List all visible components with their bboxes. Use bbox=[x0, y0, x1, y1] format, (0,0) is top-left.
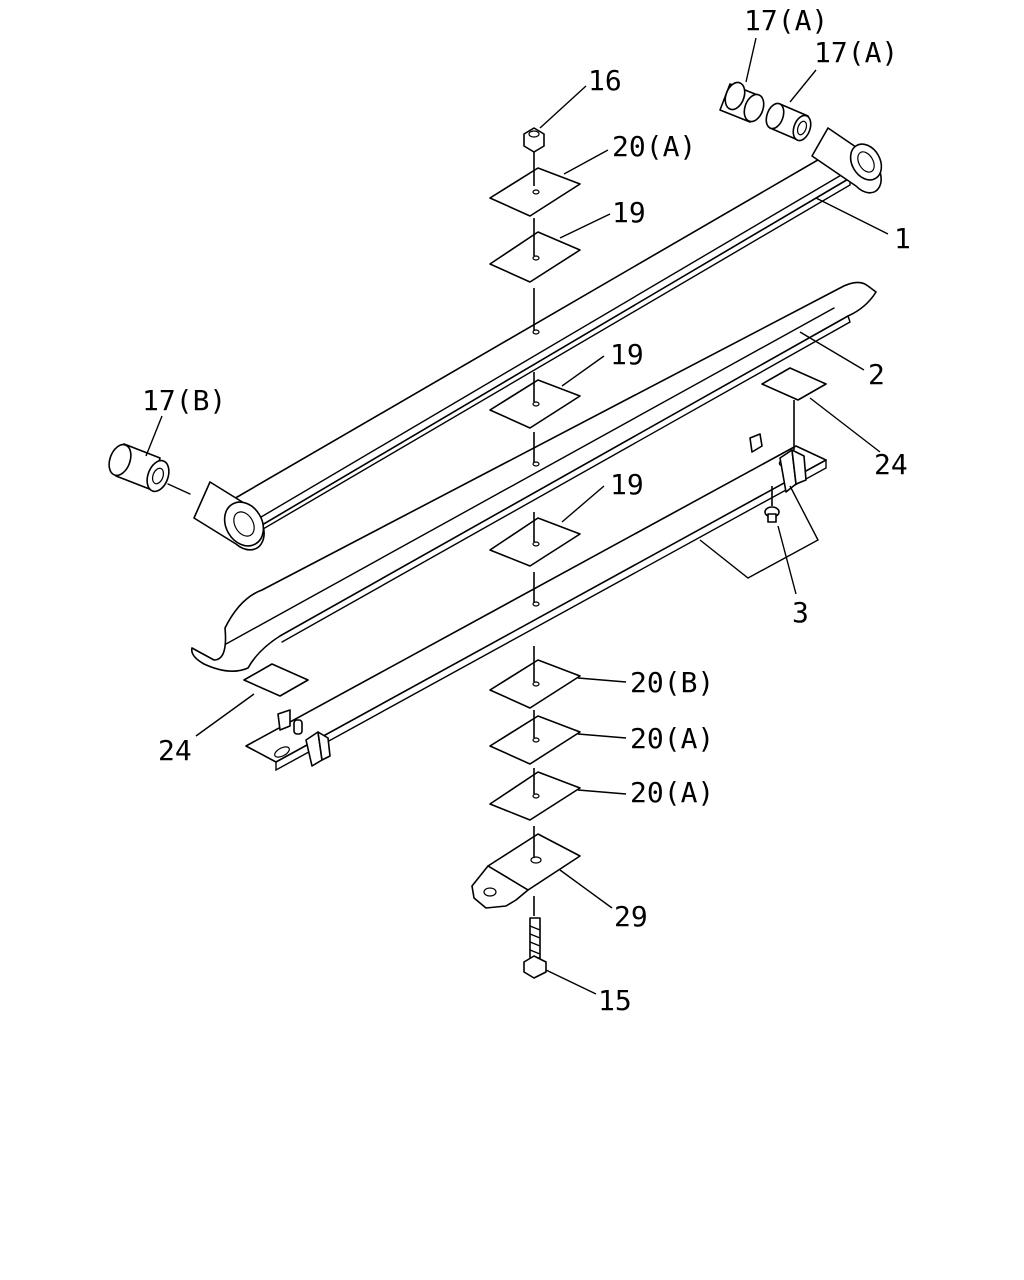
bolt-15 bbox=[523, 917, 547, 979]
bushing-17b bbox=[108, 443, 170, 493]
spacer-20b bbox=[489, 659, 581, 709]
nut-16 bbox=[523, 127, 545, 153]
callout-20a-top: 20(A) bbox=[612, 130, 696, 163]
spacer-20a-top bbox=[489, 167, 581, 217]
screw-3 bbox=[764, 506, 780, 523]
callout-29: 29 bbox=[614, 900, 648, 933]
spacer-20a-bottom bbox=[489, 771, 581, 821]
pad-19-middle bbox=[489, 379, 581, 429]
callout-3: 3 bbox=[792, 596, 809, 629]
spacer-20a-middle bbox=[489, 715, 581, 765]
pad-19-top bbox=[489, 231, 581, 283]
callout-17b: 17(B) bbox=[142, 384, 226, 417]
callout-20b: 20(B) bbox=[630, 666, 714, 699]
bushing-17a-right bbox=[765, 102, 812, 142]
leaf-clip-front bbox=[749, 433, 807, 493]
second-leaf-2 bbox=[190, 281, 877, 672]
pad-24-right bbox=[761, 367, 827, 401]
callout-24-right: 24 bbox=[874, 448, 908, 481]
callout-19-bottom: 19 bbox=[610, 468, 644, 501]
callout-labels: 17(A) 17(A) 16 20(A) 19 1 19 2 17(B) 24 … bbox=[142, 4, 911, 1017]
callout-2: 2 bbox=[868, 358, 885, 391]
leader-lines bbox=[145, 37, 889, 995]
callout-1: 1 bbox=[894, 222, 911, 255]
callout-20a-middle: 20(A) bbox=[630, 722, 714, 755]
pad-19-bottom bbox=[489, 517, 581, 567]
callout-19-middle: 19 bbox=[610, 338, 644, 371]
leaf-1-rear-eye bbox=[193, 481, 265, 551]
center-axis bbox=[532, 152, 795, 916]
callout-17a-left: 17(A) bbox=[744, 4, 828, 37]
leaf-1-front-eye bbox=[811, 127, 883, 194]
bushing-17a-left bbox=[719, 81, 765, 123]
callout-20a-bottom: 20(A) bbox=[630, 776, 714, 809]
callout-15: 15 bbox=[598, 984, 632, 1017]
bracket-29 bbox=[471, 833, 581, 909]
callout-24-left: 24 bbox=[158, 734, 192, 767]
callout-19-top: 19 bbox=[612, 196, 646, 229]
callout-17a-right: 17(A) bbox=[814, 36, 898, 69]
callout-16: 16 bbox=[588, 64, 622, 97]
leaf-clip-rear bbox=[277, 709, 331, 767]
pad-24-left bbox=[243, 663, 309, 697]
